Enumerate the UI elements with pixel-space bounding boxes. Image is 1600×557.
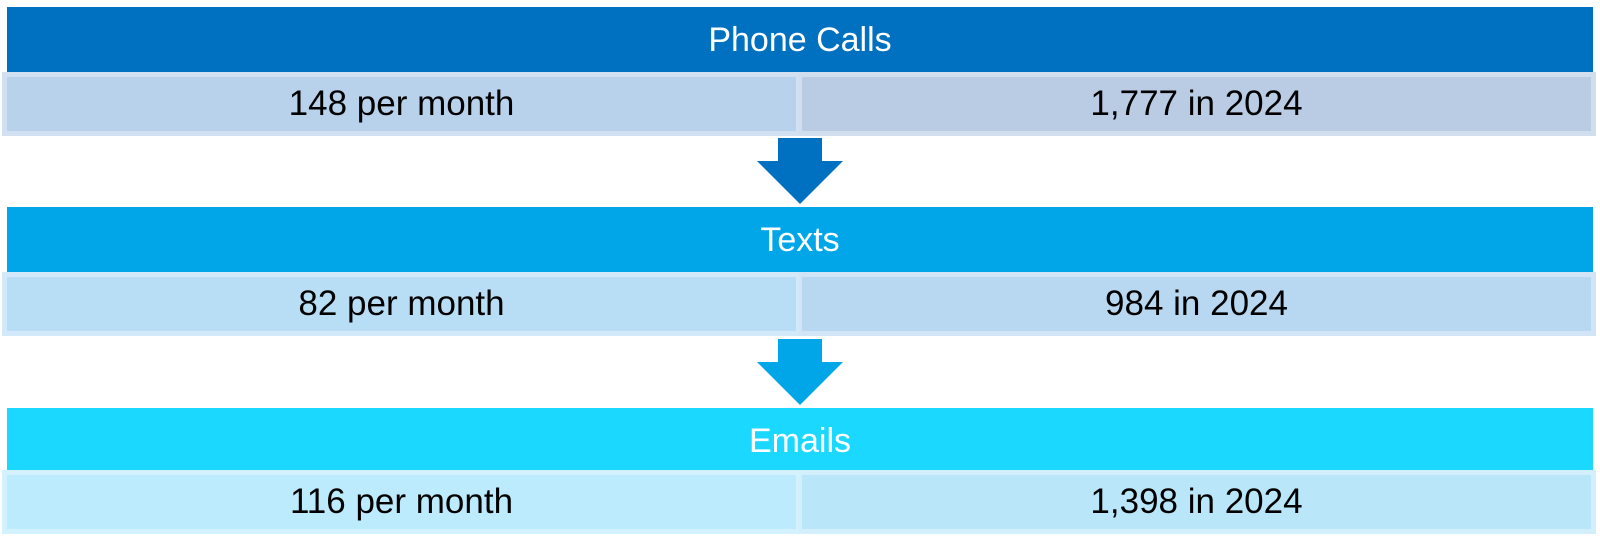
phone-calls-monthly: 148 per month [2, 72, 799, 136]
texts-yearly: 984 in 2024 [799, 272, 1596, 336]
texts-title: Texts [760, 220, 840, 259]
emails-header: Emails [7, 408, 1593, 474]
phone-calls-header: Phone Calls [7, 7, 1593, 73]
phone-calls-stats-row: 148 per month 1,777 in 2024 [2, 72, 1596, 136]
phone-calls-yearly: 1,777 in 2024 [799, 72, 1596, 136]
arrow-down-icon [757, 339, 843, 405]
phone-calls-title: Phone Calls [708, 20, 892, 59]
emails-title: Emails [748, 421, 852, 460]
texts-header: Texts [7, 207, 1593, 273]
emails-yearly: 1,398 in 2024 [799, 470, 1596, 534]
texts-stats-row: 82 per month 984 in 2024 [2, 272, 1596, 336]
texts-monthly: 82 per month [2, 272, 799, 336]
arrow-down-icon [757, 138, 843, 204]
emails-monthly: 116 per month [2, 470, 799, 534]
emails-stats-row: 116 per month 1,398 in 2024 [2, 470, 1596, 534]
